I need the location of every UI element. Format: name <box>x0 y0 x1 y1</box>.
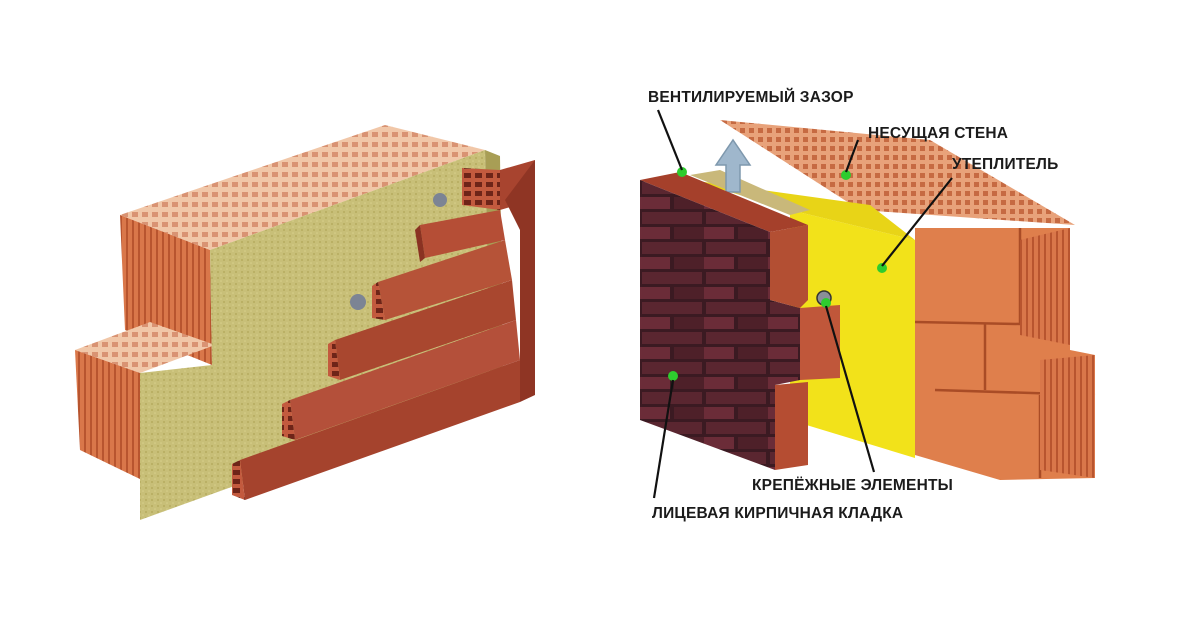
facing-brickwork-side <box>800 305 840 380</box>
facing-brickwork-label: ЛИЦЕВАЯ КИРПИЧНАЯ КЛАДКА <box>652 505 903 522</box>
anchor-washer-icon <box>433 193 447 207</box>
ceramic-block-step-top <box>75 322 215 373</box>
facing-brickwork-top <box>640 172 808 232</box>
load-bearing-wall-top <box>720 120 1075 225</box>
facing-brick-courses <box>232 160 535 500</box>
load-bearing-wall-leader <box>844 139 860 173</box>
ventilated-gap-leader <box>656 109 684 171</box>
ceramic-block-step-side <box>75 350 142 480</box>
ventilated-gap-marker <box>677 167 687 177</box>
left-wall-model <box>75 125 535 520</box>
ventilated-gap-channel <box>690 170 810 215</box>
ceramic-block-top <box>120 125 485 250</box>
mineral-wool-layer <box>140 150 490 520</box>
facing-brickwork-side <box>770 225 808 308</box>
insulation-leader <box>881 177 953 267</box>
anchor-washer-icon <box>350 294 366 310</box>
fasteners-leader <box>824 305 876 473</box>
insulation-label: УТЕПЛИТЕЛЬ <box>952 156 1058 173</box>
ventilated-gap-label: ВЕНТИЛИРУЕМЫЙ ЗАЗОР <box>648 88 854 106</box>
facing-brickwork-face <box>640 180 800 470</box>
right-wall-diagram: ВЕНТИЛИРУЕМЫЙ ЗАЗОР НЕСУЩАЯ СТЕНА УТЕПЛИ… <box>640 88 1096 522</box>
load-bearing-wall-label: НЕСУЩАЯ СТЕНА <box>868 125 1008 142</box>
fastener-marker <box>821 298 831 308</box>
facing-brickwork-side <box>775 382 808 470</box>
load-bearing-wall-marker <box>841 170 851 180</box>
up-arrow-icon <box>714 138 752 193</box>
insulation-marker <box>877 263 887 273</box>
facing-brickwork-leader <box>652 379 675 499</box>
load-bearing-wall-ribs <box>1040 355 1095 478</box>
fasteners-label: КРЕПЁЖНЫЕ ЭЛЕМЕНТЫ <box>752 477 953 494</box>
load-bearing-wall-ribs <box>1020 228 1070 345</box>
facing-brickwork-marker <box>668 371 678 381</box>
